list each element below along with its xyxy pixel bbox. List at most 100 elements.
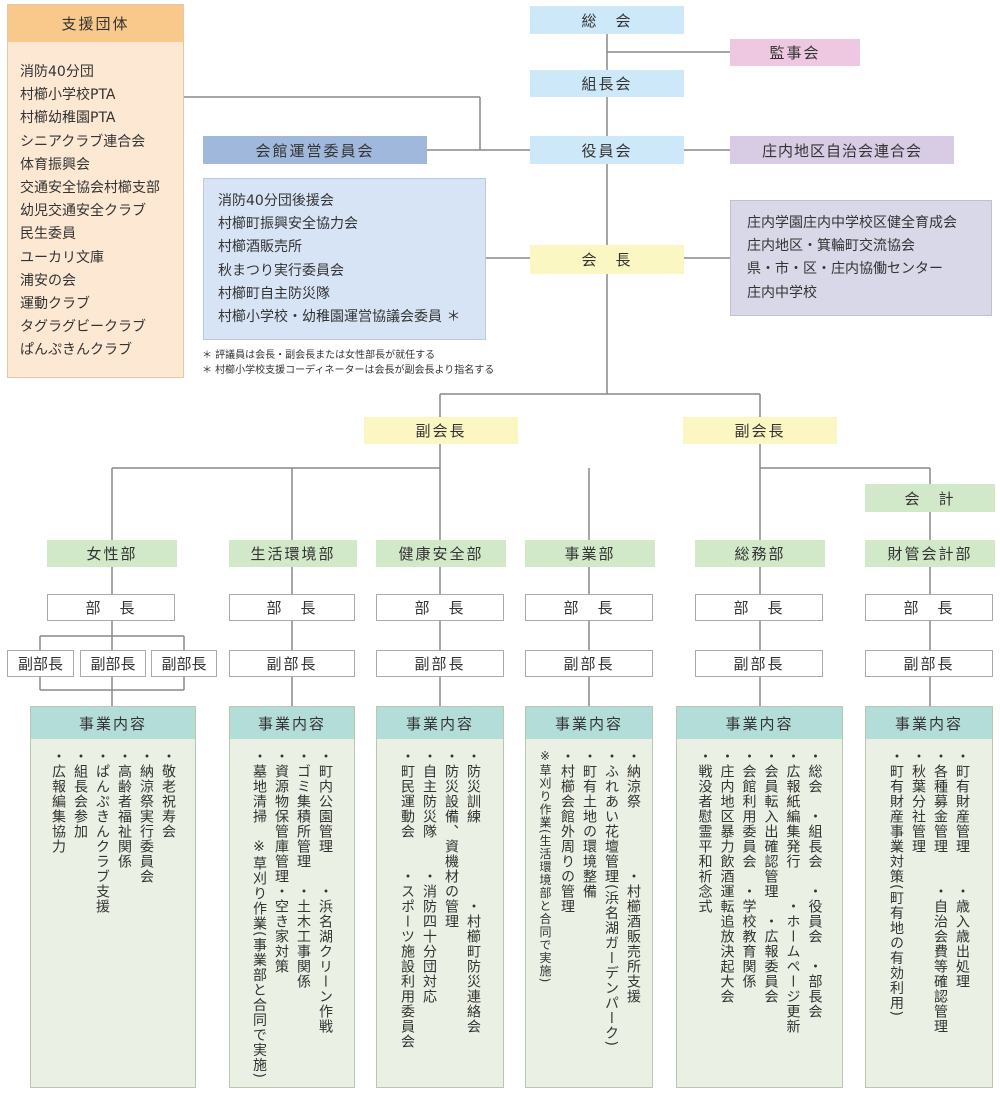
officers-box: 役員会 xyxy=(530,136,684,164)
dept-deputy: 副部長 xyxy=(229,650,355,677)
org-item: 庄内中学校 xyxy=(747,284,817,301)
vice-chairman-box-1: 副会長 xyxy=(364,417,518,444)
support-item: 体育振興会 xyxy=(20,156,90,173)
org-item: 村櫛町自主防災隊 xyxy=(218,285,330,302)
footnote: ＊ 評議員は会長・副会長または女性部長が就任する xyxy=(202,350,436,361)
dept-deputy: 副部長 xyxy=(376,650,504,677)
dept-head: 部 長 xyxy=(376,594,504,621)
work-item: ・秋葉分社管理 xyxy=(910,749,926,854)
work-title: 事業内容 xyxy=(230,707,354,739)
dept-head: 部 長 xyxy=(47,594,175,621)
work-panel-environment: 事業内容 ・町内公園管理 ・浜名湖クリーン作戦 ・ゴミ集積所管理 ・土木工事関係… xyxy=(229,706,355,1088)
support-item: 浦安の会 xyxy=(20,272,76,289)
dept-deputy: 副部長 xyxy=(525,650,653,677)
support-groups-list: 消防40分団 村櫛小学校PTA 村櫛幼稚園PTA シニアクラブ連合会 体育振興会… xyxy=(8,42,183,363)
work-title: 事業内容 xyxy=(677,707,842,739)
dept-header: 女性部 xyxy=(47,540,177,567)
work-panel-women: 事業内容 ・敬老祝寿会 ・納涼祭実行委員会 ・高齢者福祉関係 ・ぱんぷきんクラブ… xyxy=(30,706,196,1088)
general-meeting-box: 総 会 xyxy=(530,6,684,34)
work-item: ・納涼祭 ・村櫛酒販売所支援 xyxy=(625,749,641,1004)
work-item: ・防災設備、資機材の管理 xyxy=(443,749,459,929)
work-title: 事業内容 xyxy=(31,707,195,739)
dept-deputy: 副部長 xyxy=(695,650,823,677)
work-item: ※草刈り作業(生活環境部と合同で実施) xyxy=(538,749,552,984)
work-item: ・資源物保管庫管理・空き家対策 xyxy=(273,749,289,974)
dept-header: 生活環境部 xyxy=(229,540,357,567)
support-item: ユーカリ文庫 xyxy=(20,249,104,266)
work-item: ・ふれあい花壇管理(浜名湖ガーデンパーク) xyxy=(603,749,619,1047)
accounting-box: 会 計 xyxy=(865,484,995,512)
support-item: 民生委員 xyxy=(20,226,76,243)
org-item: 県・市・区・庄内協働センター xyxy=(747,261,943,278)
work-item: ・自主防災隊 ・消防四十分団対応 xyxy=(421,749,437,1004)
org-item: 村櫛酒販売所 xyxy=(218,239,302,256)
footnotes: ＊ 評議員は会長・副会長または女性部長が就任する ＊ 村櫛小学校支援コーディネー… xyxy=(202,348,582,378)
support-item: 村櫛幼稚園PTA xyxy=(20,110,116,127)
work-title: 事業内容 xyxy=(866,707,992,739)
work-item: ・会員転入出確認管理 ・広報委員会 xyxy=(762,749,779,1004)
work-item: ・総会 ・組長会 ・役員会 ・部長会 xyxy=(806,749,823,1019)
work-item: ・敬老祝寿会 xyxy=(160,749,176,839)
support-groups-panel: 支援団体 消防40分団 村櫛小学校PTA 村櫛幼稚園PTA シニアクラブ連合会 … xyxy=(7,4,184,378)
work-item: ・広報紙編集発行 ・ホームページ更新 xyxy=(784,749,801,1034)
work-panel-business: 事業内容 ・納涼祭 ・村櫛酒販売所支援 ・ふれあい花壇管理(浜名湖ガーデンパーク… xyxy=(525,706,653,1088)
support-item: 村櫛小学校PTA xyxy=(20,87,116,104)
org-item: 消防40分団後援会 xyxy=(218,193,334,209)
affiliated-orgs-left: 消防40分団後援会 村櫛町振興安全協力会 村櫛酒販売所 秋まつり実行委員会 村櫛… xyxy=(203,178,486,340)
affiliated-orgs-right: 庄内学園庄内中学校区健全育成会 庄内地区・箕輪町交流協会 県・市・区・庄内協働セ… xyxy=(730,200,992,316)
support-item: 消防40分団 xyxy=(20,64,94,80)
work-item: ・戦没者慰霊平和祈念式 xyxy=(696,749,713,914)
work-item: ・町有財産事業対策(町有地の有効利用) xyxy=(888,749,904,1017)
dept-header: 事業部 xyxy=(525,540,655,567)
work-item: ・町内公園管理 ・浜名湖クリーン作戦 xyxy=(317,749,333,1034)
work-item: ・防災訓練 ・村櫛町防災連絡会 xyxy=(465,749,481,1034)
support-item: ぱんぷきんクラブ xyxy=(20,342,132,359)
work-item: ・町民運動会 ・スポーツ施設利用委員会 xyxy=(399,749,415,1049)
support-item: 交通安全協会村櫛支部 xyxy=(20,180,160,197)
women-deputy: 副部長 xyxy=(151,650,217,677)
work-item: ・高齢者福祉関係 xyxy=(116,749,132,869)
work-item: ・町有土地の環境整備 xyxy=(581,749,597,899)
work-item: ・墓地清掃 ※草刈り作業(事業部と合同で実施) xyxy=(251,749,267,1079)
work-item: ・庄内地区暴力飲酒運転追放決起大会 xyxy=(718,749,735,1004)
footnote: ＊ 村櫛小学校支援コーディネーターは会長が副会長より指名する xyxy=(202,365,495,376)
work-item: ・各種募金管理 ・自治会費等確認管理 xyxy=(932,749,948,1034)
support-groups-title: 支援団体 xyxy=(8,5,183,42)
dept-head: 部 長 xyxy=(695,594,823,621)
group-leaders-box: 組長会 xyxy=(530,70,684,97)
dept-header: 総務部 xyxy=(695,540,825,567)
dept-head: 部 長 xyxy=(525,594,653,621)
org-item: 庄内地区・箕輪町交流協会 xyxy=(747,238,915,255)
support-item: タグラグビークラブ xyxy=(20,319,146,336)
org-item: 村櫛小学校・幼稚園運営協議会委員 ＊ xyxy=(218,309,461,326)
auditors-box: 監事会 xyxy=(730,39,860,66)
work-item: ・納涼祭実行委員会 xyxy=(138,749,154,884)
vice-chairman-box-2: 副会長 xyxy=(683,417,837,444)
work-item: ・組長会参加 xyxy=(72,749,88,839)
work-item: ・ぱんぷきんクラブ支援 xyxy=(94,749,110,914)
org-item: 秋まつり実行委員会 xyxy=(218,262,344,279)
work-panel-finance: 事業内容 ・町有財産管理 ・歳入歳出処理 ・各種募金管理 ・自治会費等確認管理 … xyxy=(865,706,993,1088)
work-panel-general-affairs: 事業内容 ・総会 ・組長会 ・役員会 ・部長会 ・広報紙編集発行 ・ホームページ… xyxy=(676,706,843,1088)
women-deputy: 副部長 xyxy=(80,650,146,677)
dept-deputy: 副部長 xyxy=(865,650,993,677)
federation-box: 庄内地区自治会連合会 xyxy=(730,136,954,164)
dept-head: 部 長 xyxy=(865,594,993,621)
women-deputy: 副部長 xyxy=(7,650,74,677)
support-item: 幼児交通安全クラブ xyxy=(20,203,146,220)
chairman-box: 会 長 xyxy=(530,245,684,274)
work-item: ・広報編集協力 xyxy=(50,749,66,854)
hall-committee-box: 会館運営委員会 xyxy=(203,136,427,164)
dept-header: 財管会計部 xyxy=(865,540,995,567)
work-title: 事業内容 xyxy=(377,707,503,739)
dept-header: 健康安全部 xyxy=(376,540,506,567)
dept-head: 部 長 xyxy=(229,594,355,621)
work-item: ・会館利用委員会 ・学校教育関係 xyxy=(740,749,757,989)
support-item: 運動クラブ xyxy=(20,296,90,313)
work-item: ・村櫛会館外周りの管理 xyxy=(559,749,575,914)
org-item: 村櫛町振興安全協力会 xyxy=(218,216,358,233)
work-item: ・町有財産管理 ・歳入歳出処理 xyxy=(954,749,970,989)
support-item: シニアクラブ連合会 xyxy=(20,133,146,150)
org-item: 庄内学園庄内中学校区健全育成会 xyxy=(747,215,957,231)
